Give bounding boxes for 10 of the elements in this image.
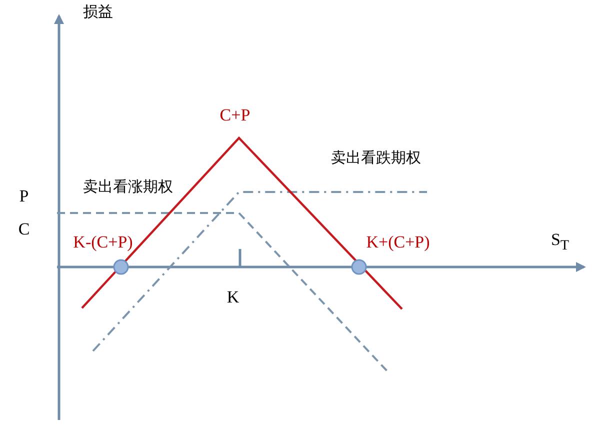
curve-label: 卖出看跌期权 [331,150,421,166]
axis-label: S$_{T}$ [550,231,570,253]
curve-label: 卖出看涨期权 [83,180,173,194]
peak-label: C+P [220,106,250,124]
axis-label: 损益 [83,4,113,20]
breakeven-label: K-(C+P) [73,234,133,250]
axis-value-label: C [18,220,30,238]
axis-value-label: K [226,288,240,306]
axis-value-label: P [19,188,29,204]
breakeven-label: K+(C+P) [366,234,430,250]
